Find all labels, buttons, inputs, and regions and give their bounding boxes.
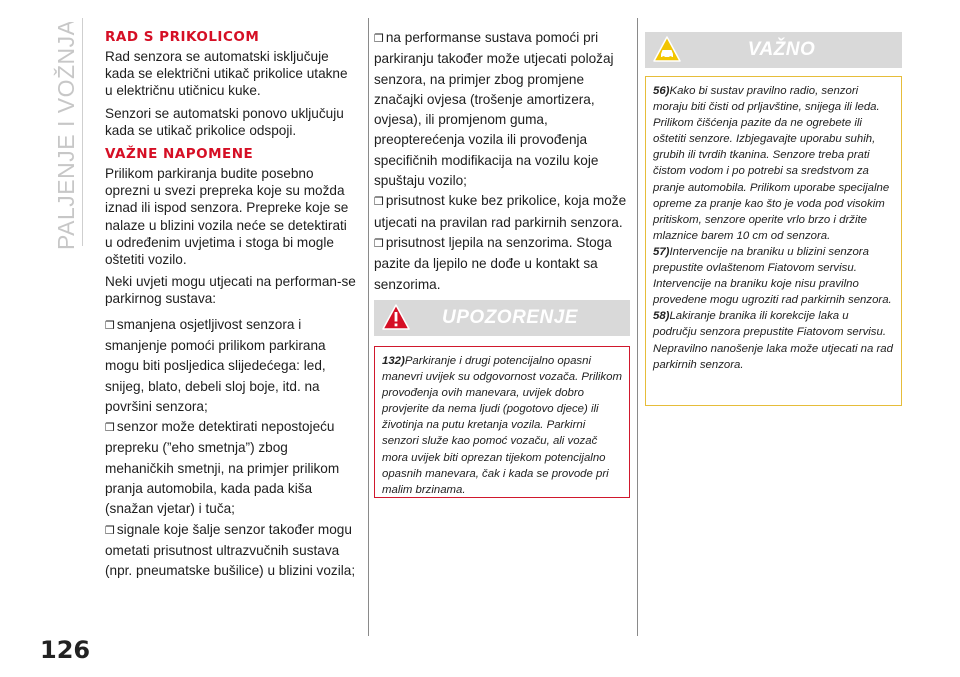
warning-content: 132)Parkiranje i drugi potencijalno opas… — [374, 346, 630, 498]
column-divider — [637, 18, 638, 636]
paragraph: Senzori se automatski ponovo uključuju k… — [105, 105, 344, 138]
checkbox-bullet-icon: ❒ — [374, 195, 384, 209]
heading-important-notes: VAŽNE NAPOMENE — [105, 146, 254, 163]
paragraph: Neki uvjeti mogu utjecati na performan-s… — [105, 274, 356, 307]
warning-box: UPOZORENJE 132)Parkiranje i drugi potenc… — [374, 300, 630, 498]
list-item: ❒prisutnost ljepila na senzorima. Stoga … — [374, 234, 612, 292]
list-item: ❒prisutnost kuke bez prikolice, koja mož… — [374, 193, 627, 230]
paragraph: Rad senzora se automatski isključuje kad… — [105, 49, 348, 99]
column-1: RAD S PRIKOLICOM Rad senzora se automats… — [105, 28, 357, 582]
important-item: 56)Kako bi sustav pravilno radio, senzor… — [653, 85, 890, 242]
chapter-side-title: PALJENJE I VOŽNJA — [44, 19, 84, 250]
checkbox-bullet-icon: ❒ — [374, 236, 384, 250]
note-number: 58) — [653, 310, 670, 323]
checkbox-bullet-icon: ❒ — [374, 32, 384, 45]
page-number: 126 — [40, 636, 91, 664]
car-warning-icon — [653, 36, 681, 62]
checkbox-bullet-icon: ❒ — [105, 523, 115, 537]
warning-banner: UPOZORENJE — [374, 300, 630, 336]
list-item: ❒smanjena osjetljivost senzora i smanjen… — [105, 316, 326, 414]
important-item: 57)Intervencije na braniku u blizini sen… — [653, 245, 892, 307]
list-item: ❒senzor može detektirati nepostojeću pre… — [105, 419, 340, 517]
column-2: ❒na performanse sustava pomoći pri parki… — [374, 28, 632, 295]
checkbox-bullet-icon: ❒ — [105, 318, 115, 332]
warning-triangle-icon — [382, 304, 410, 330]
column-divider — [368, 18, 369, 636]
important-item: 58)Lakiranje branika ili korekcije laka … — [653, 310, 893, 371]
chapter-side-title-text: PALJENJE I VOŽNJA — [53, 22, 79, 250]
note-number: 57) — [653, 245, 670, 258]
important-content: 56)Kako bi sustav pravilno radio, senzor… — [645, 76, 902, 406]
important-banner: VAŽNO — [645, 32, 902, 68]
warning-title: UPOZORENJE — [442, 307, 578, 328]
warning-text: 132)Parkiranje i drugi potencijalno opas… — [382, 355, 622, 496]
list-item: ❒signale koje šalje senzor također mogu … — [105, 521, 356, 579]
note-number: 132) — [382, 355, 405, 367]
important-box: VAŽNO 56)Kako bi sustav pravilno radio, … — [645, 32, 902, 406]
paragraph: Prilikom parkiranja budite posebno oprez… — [105, 166, 349, 268]
list-item: ❒na performanse sustava pomoći pri parki… — [374, 30, 614, 189]
heading-trailer-operation: RAD S PRIKOLICOM — [105, 29, 260, 45]
note-number: 56) — [653, 85, 670, 97]
checkbox-bullet-icon: ❒ — [105, 421, 115, 435]
important-title: VAŽNO — [747, 39, 816, 60]
side-rule — [82, 18, 83, 246]
